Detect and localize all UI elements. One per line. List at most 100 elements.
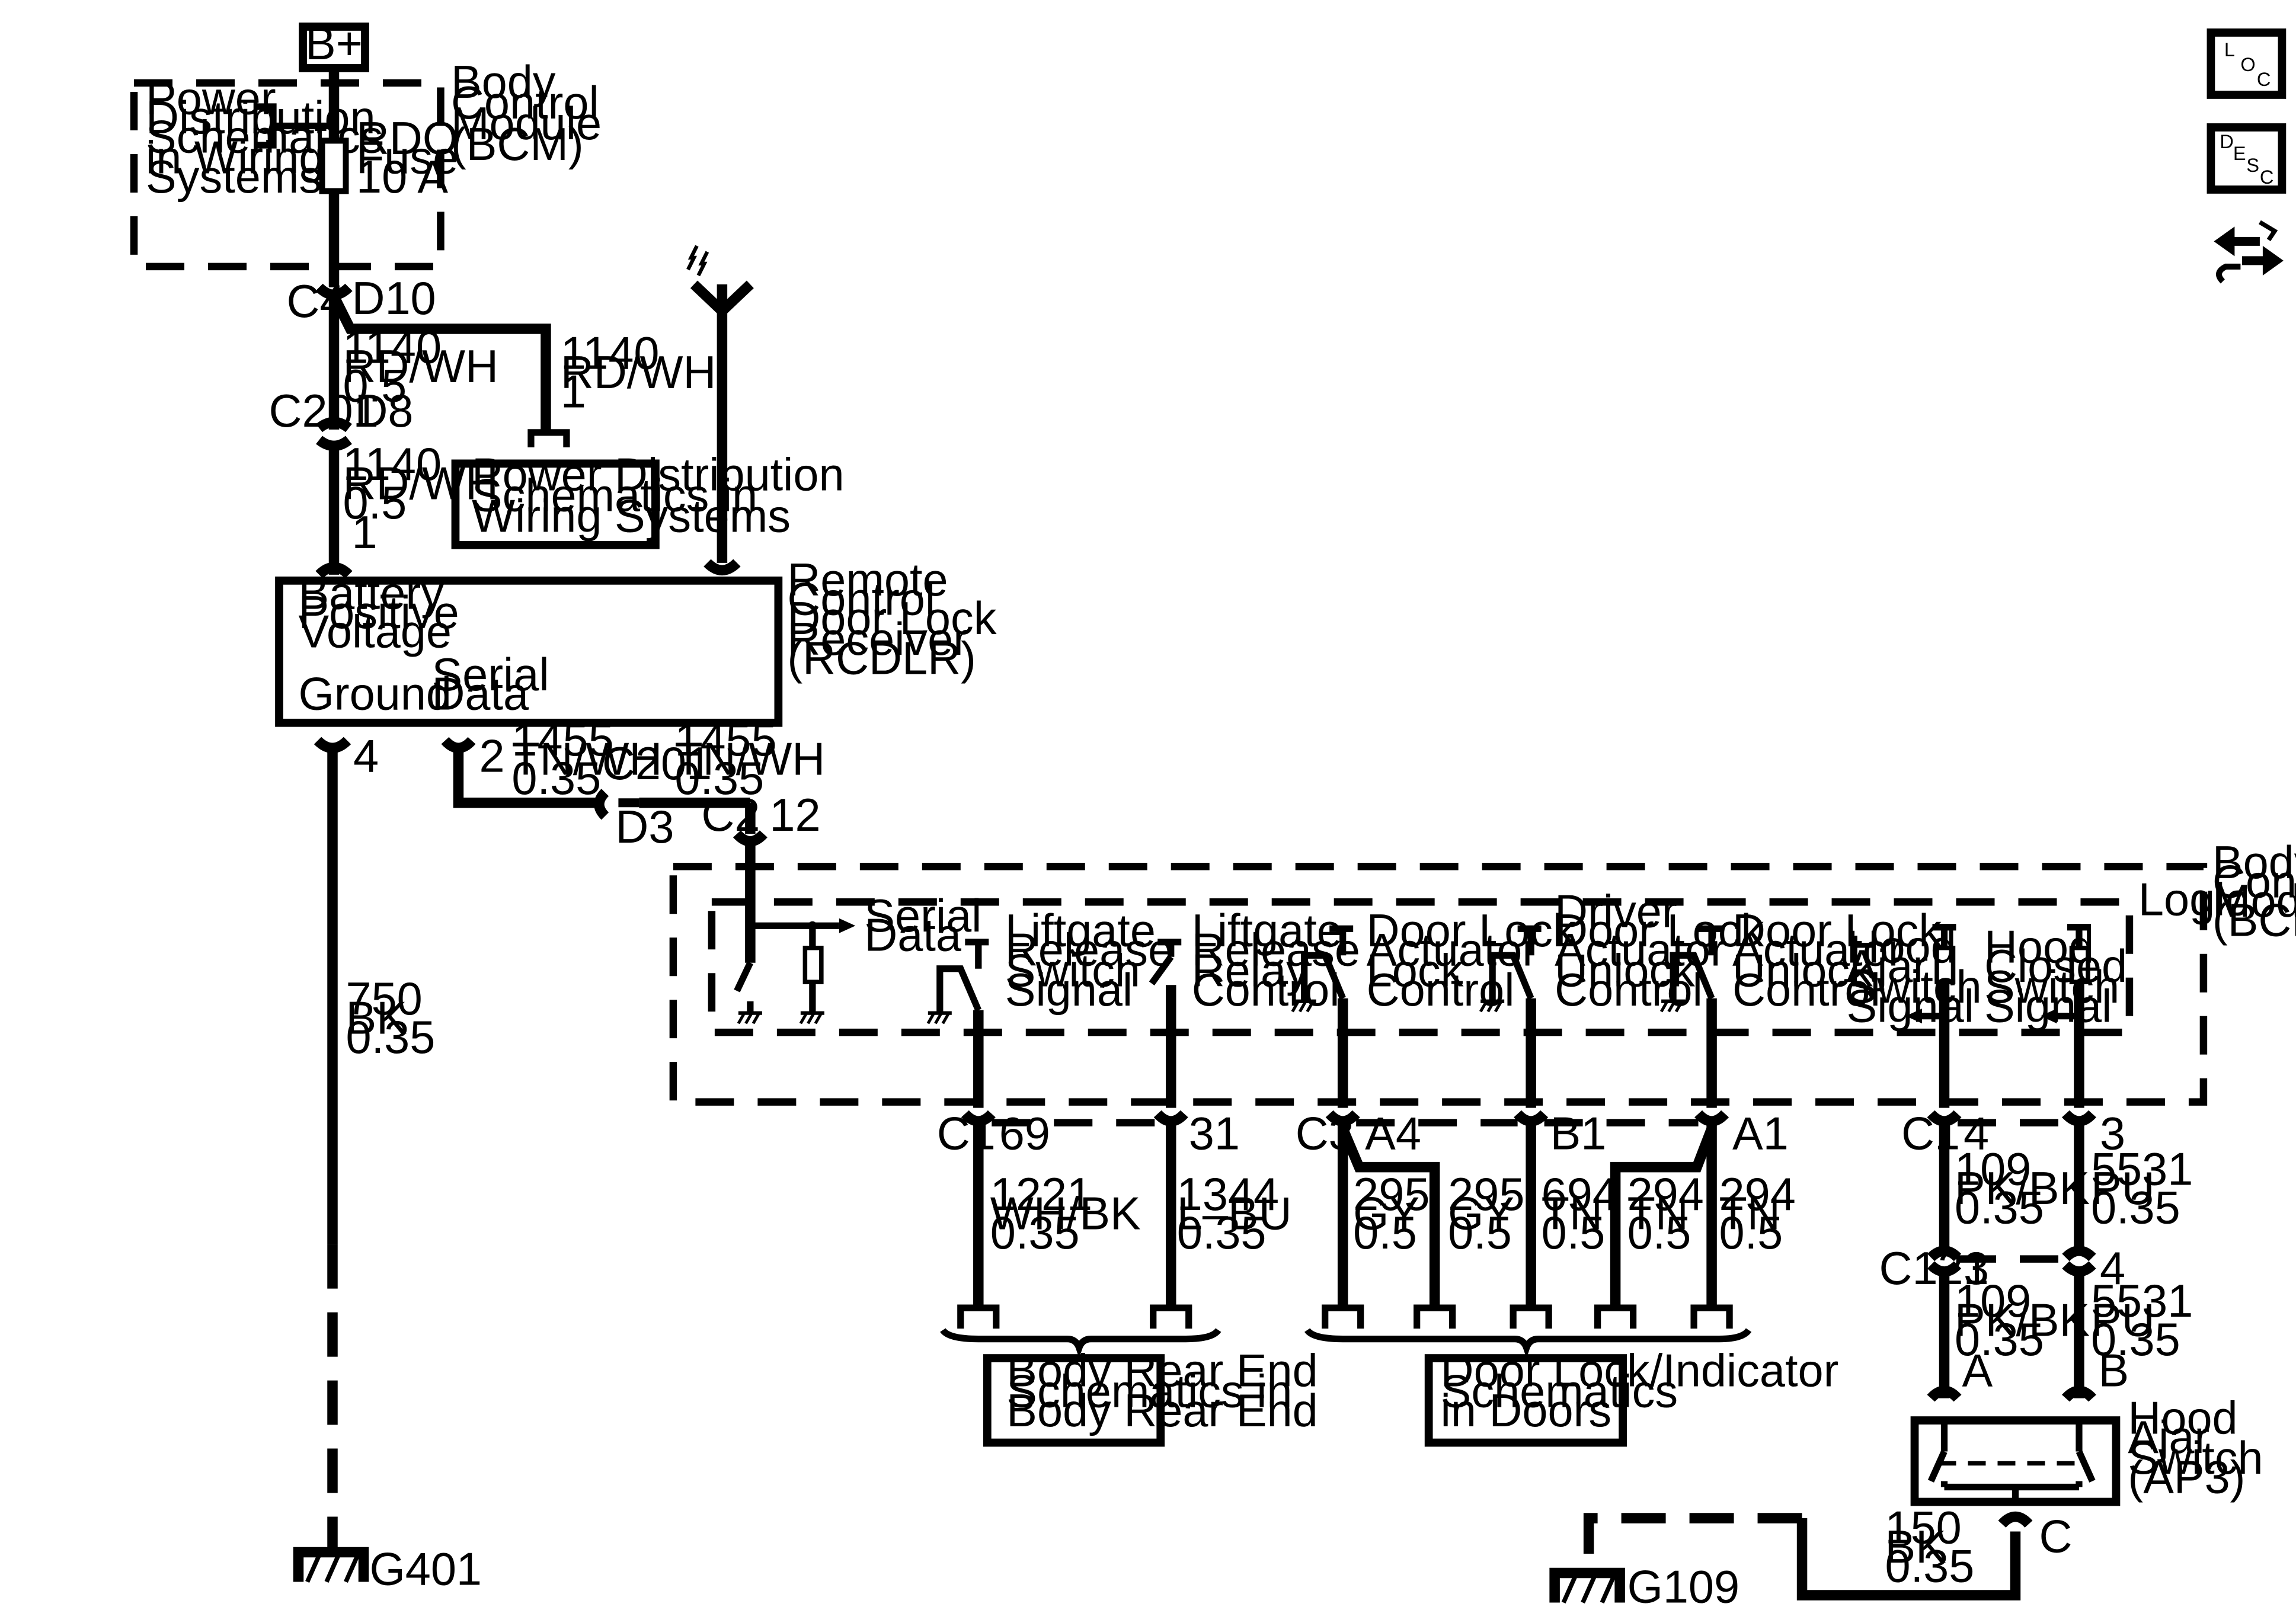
svg-text:Actuator: Actuator — [1732, 925, 1904, 976]
svg-text:GY: GY — [1448, 1189, 1514, 1240]
svg-text:C: C — [2039, 1512, 2072, 1563]
svg-text:12: 12 — [769, 790, 820, 841]
power-ref-text: Power — [146, 73, 276, 124]
svg-text:1: 1 — [351, 507, 377, 558]
body-rear-ref-box: Body Rear End Schematics in Body Rear En… — [983, 1346, 1318, 1447]
svg-text:Data: Data — [864, 910, 962, 961]
wire-5531b: 5531 — [2091, 1276, 2193, 1327]
svg-text:2: 2 — [479, 731, 504, 782]
logic-label: Logic — [2138, 875, 2248, 926]
svg-text:TN: TN — [1627, 1189, 1689, 1240]
wire-109a: 109 — [1955, 1144, 2031, 1195]
battery-terminal: B+ — [299, 18, 369, 72]
svg-text:Schematics in: Schematics in — [472, 470, 757, 521]
svg-text:Control: Control — [2212, 857, 2296, 908]
navigate-arrows-icon[interactable] — [2214, 220, 2284, 284]
svg-text:Control: Control — [1732, 965, 1881, 1016]
bcm-serial-label: Serial — [864, 891, 981, 942]
svg-text:O: O — [2240, 54, 2255, 75]
svg-text:Positive: Positive — [299, 587, 459, 638]
connector-c121: C121 — [1879, 1243, 1989, 1294]
svg-text:Switch: Switch — [2128, 1433, 2263, 1484]
connector-c1-left: C1 — [937, 1109, 996, 1160]
svg-text:in Wiring: in Wiring — [146, 132, 324, 183]
connector-c201-d8: C201 — [269, 386, 379, 437]
svg-text:B1: B1 — [1550, 1109, 1607, 1160]
bcm-top-title: Body — [451, 57, 556, 108]
bcm-main-module: Body Control Module (BCM) Logic — [669, 837, 2296, 1106]
svg-text:TN: TN — [1542, 1189, 1603, 1240]
door-lock-ref-box: Door Lock/Indicator Schematics in Doors — [1424, 1346, 1838, 1447]
svg-text:0.35: 0.35 — [1885, 1541, 1975, 1592]
svg-text:Control: Control — [451, 78, 599, 129]
svg-text:D3: D3 — [615, 802, 674, 853]
svg-text:TN/WH: TN/WH — [674, 734, 825, 785]
svg-text:RD/WH: RD/WH — [343, 341, 498, 392]
svg-text:BK: BK — [1885, 1522, 1946, 1573]
ground-g401-icon — [293, 1547, 369, 1583]
hood-ajar-label: Hood — [1847, 922, 1956, 973]
svg-text:0.35: 0.35 — [990, 1208, 1080, 1259]
svg-text:WH/BK: WH/BK — [990, 1189, 1141, 1240]
svg-text:PK/BK: PK/BK — [1955, 1163, 2090, 1214]
svg-text:0.35: 0.35 — [1955, 1314, 2044, 1365]
svg-text:TN/WH: TN/WH — [511, 734, 662, 785]
loc-icon[interactable]: L O C — [2207, 28, 2287, 99]
wire-750: 750 — [346, 974, 422, 1025]
svg-text:(RCDLR): (RCDLR) — [787, 633, 976, 684]
connector-c2: C2 — [701, 790, 760, 841]
ground-g109-icon — [1549, 1567, 1625, 1604]
wire-295a: 295 — [1353, 1169, 1430, 1220]
svg-text:4: 4 — [2100, 1243, 2125, 1294]
wire-294a: 294 — [1627, 1169, 1704, 1220]
svg-text:L: L — [2224, 39, 2235, 60]
svg-text:Lock: Lock — [1367, 946, 1464, 997]
svg-text:Signal: Signal — [1984, 981, 2112, 1032]
svg-text:0.5: 0.5 — [343, 360, 407, 411]
svg-text:Actuator: Actuator — [1367, 925, 1538, 976]
liftgate-switch-label: Liftgate — [1005, 905, 1156, 956]
svg-text:0.35: 0.35 — [346, 1012, 435, 1063]
svg-text:PK/BK: PK/BK — [1955, 1295, 2090, 1346]
battery-label: B+ — [305, 18, 363, 69]
wire-1344: 1344 — [1177, 1169, 1279, 1220]
svg-text:Receiver: Receiver — [787, 614, 968, 665]
svg-text:Body Rear End: Body Rear End — [1006, 1385, 1318, 1436]
svg-text:PU: PU — [2091, 1295, 2155, 1346]
svg-text:Fuse: Fuse — [356, 132, 458, 183]
wire-5531a: 5531 — [2091, 1144, 2193, 1195]
connector-c201-d3: C201 — [602, 738, 712, 789]
svg-text:4: 4 — [353, 731, 379, 782]
svg-text:0.5: 0.5 — [1448, 1208, 1512, 1259]
svg-text:B: B — [2098, 1346, 2129, 1397]
svg-text:E: E — [2233, 143, 2246, 164]
svg-text:0.35: 0.35 — [2091, 1314, 2180, 1365]
svg-text:3: 3 — [2100, 1109, 2125, 1160]
svg-text:Ajar: Ajar — [2128, 1412, 2209, 1463]
svg-text:0.35: 0.35 — [2091, 1183, 2180, 1234]
svg-text:Switch: Switch — [1984, 962, 2119, 1013]
rcdlr-serial-label: Serial — [431, 649, 549, 700]
wire-109b: 109 — [1955, 1276, 2031, 1327]
desc-icon[interactable]: D E S C — [2207, 123, 2287, 194]
wire-294b: 294 — [1719, 1169, 1796, 1220]
svg-text:0.35: 0.35 — [1177, 1208, 1267, 1259]
svg-text:Voltage: Voltage — [299, 606, 452, 657]
svg-text:(AP3): (AP3) — [2128, 1452, 2245, 1503]
liftgate-relay-label: Liftgate — [1192, 905, 1342, 956]
rcdlr-battery-label: Battery — [299, 568, 445, 619]
svg-text:0.5: 0.5 — [343, 478, 407, 529]
svg-text:0.35: 0.35 — [511, 753, 601, 804]
svg-text:Wiring Systems: Wiring Systems — [472, 491, 791, 542]
connector-c4: C4 — [287, 276, 346, 327]
door-unlock-label: Door Lock — [1732, 905, 1942, 956]
svg-text:A1: A1 — [1732, 1109, 1789, 1160]
svg-text:0.35: 0.35 — [674, 753, 764, 804]
svg-text:GY: GY — [1353, 1189, 1419, 1240]
svg-text:Switch: Switch — [1847, 962, 1982, 1013]
rcdlr-ground-label: Ground — [299, 668, 452, 719]
svg-text:D8: D8 — [354, 386, 413, 437]
wire-295b: 295 — [1448, 1169, 1524, 1220]
svg-text:0.5: 0.5 — [1353, 1208, 1417, 1259]
svg-text:1: 1 — [561, 366, 586, 417]
